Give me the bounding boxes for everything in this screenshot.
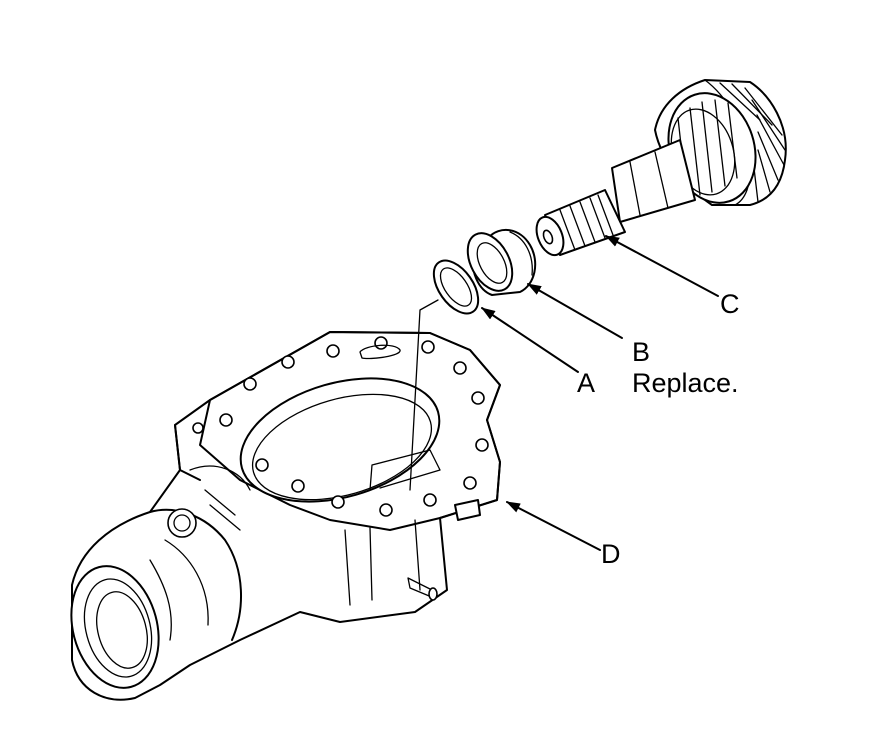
callout-label-c: C	[720, 289, 740, 319]
callout-label-b: B	[632, 337, 651, 367]
crush-sleeve-spacer	[466, 229, 537, 296]
pinion-gear-shaft	[535, 79, 787, 257]
leader-line-c	[605, 235, 719, 297]
leader-line-d	[506, 501, 601, 551]
o-ring-seal	[432, 259, 480, 315]
leader-line-b	[527, 283, 623, 339]
callout-label-a: A	[577, 368, 596, 398]
assembly-axis-line	[409, 299, 439, 491]
callout-label-d: D	[601, 539, 621, 569]
differential-housing	[70, 331, 501, 701]
leader-line-a	[481, 307, 579, 373]
callout-note-replace: Replace.	[632, 368, 739, 398]
